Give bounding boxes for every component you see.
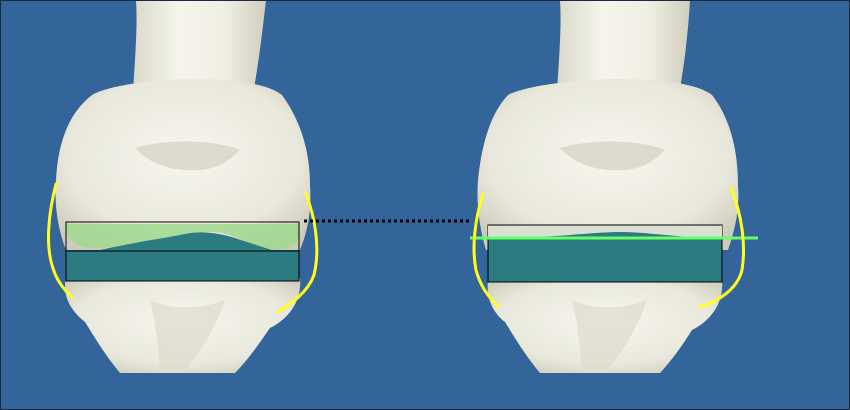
left-insert-lower-block [66,251,299,281]
